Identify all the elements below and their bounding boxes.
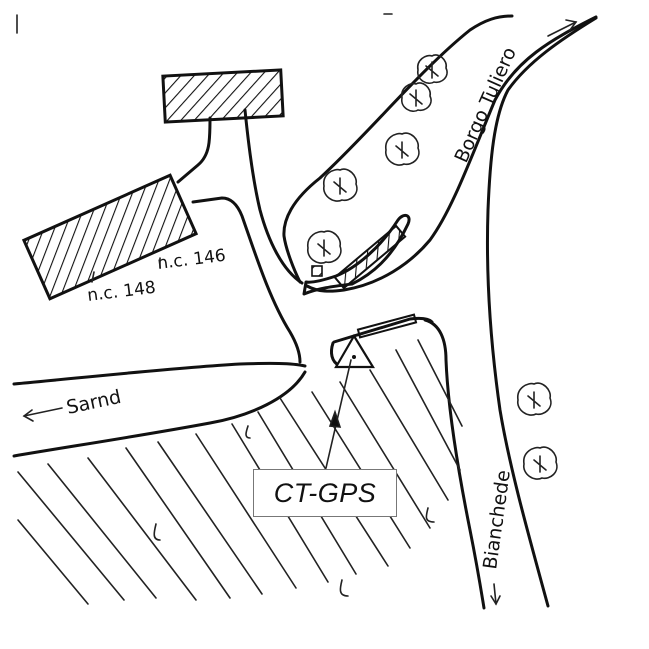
parking-marks [153, 425, 435, 597]
driveway-outline [243, 108, 304, 285]
lot-pointer [91, 271, 95, 283]
street-label-borgo-tuliero: Borgo Tuliero [450, 44, 520, 166]
parking-stripes [17, 339, 463, 605]
road-edge-sarnd-upper [12, 361, 307, 386]
kerb-strip [356, 313, 418, 339]
lot-label-nc146: n.c. 146 [156, 246, 227, 274]
road-edge-bianchede-west [423, 318, 486, 610]
building-nc148 [21, 173, 199, 301]
gps-pointer-arrow [325, 359, 352, 469]
arrow-icon [22, 407, 63, 422]
road-edge-borgo-outer [305, 15, 598, 293]
tree-icon [385, 132, 420, 166]
arrow-icon [490, 583, 501, 606]
driveway-outline [176, 116, 212, 184]
road-edge-bianchede-east [486, 16, 598, 608]
tree-icon [517, 382, 552, 416]
gps-callout-label: CT-GPS [253, 469, 397, 517]
tree-icon [416, 54, 448, 85]
traffic-island [302, 213, 411, 296]
building-north [161, 68, 285, 124]
street-label-sarnd: Sarnd [64, 386, 123, 419]
tree-icon [307, 230, 342, 264]
gps-marker-triangle-icon [334, 333, 375, 369]
road-edge-borgo-inner [282, 14, 514, 284]
arrow-icon [547, 19, 578, 37]
tree-icon [400, 82, 432, 113]
street-label-bianchede: Bianchede [479, 469, 515, 571]
gps-callout-text: CT-GPS [273, 477, 377, 508]
island-small-hatch [311, 265, 323, 277]
lot-boundary [191, 196, 302, 364]
road-edge-sarnd-lower [12, 370, 307, 458]
tree-icon [523, 446, 558, 480]
lot-label-nc148: n.c. 148 [86, 278, 157, 306]
parking-lot-edge [332, 316, 434, 344]
tree-icon [323, 168, 358, 202]
island-hatch [333, 224, 407, 290]
